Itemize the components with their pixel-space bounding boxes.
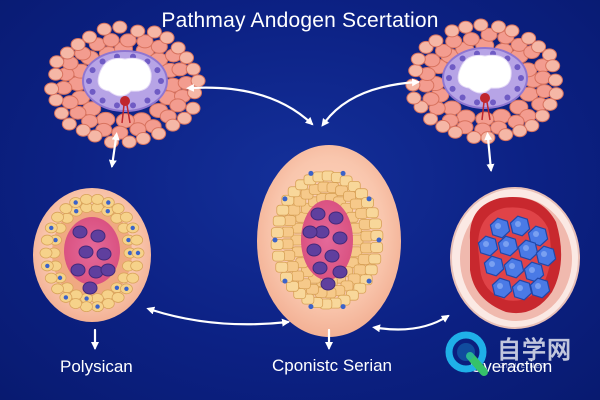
arrow-topleft-center bbox=[186, 83, 314, 126]
arrow-center-right bbox=[372, 314, 450, 333]
watermark-subtext: ZIXUE.NET bbox=[500, 362, 547, 370]
label-left-cell: Polysican bbox=[60, 357, 133, 376]
arrows bbox=[91, 78, 495, 350]
arrow-left-center bbox=[146, 306, 290, 327]
watermark-logo-icon bbox=[445, 331, 488, 376]
left-cell-cluster bbox=[33, 188, 151, 322]
watermark-text: 自学网 bbox=[497, 336, 572, 364]
center-cell-cluster bbox=[257, 145, 401, 337]
arrow-topright-right bbox=[484, 132, 495, 172]
arrow-topleft-left bbox=[108, 132, 120, 168]
label-right-cell: Overaction bbox=[470, 357, 553, 376]
arrow-center-topright bbox=[321, 78, 420, 127]
top-left-ring-tissue bbox=[44, 20, 206, 149]
top-right-ring-tissue bbox=[405, 18, 564, 145]
label-center-cell: Cponistc Serian bbox=[272, 356, 393, 375]
diagram-title: Pathmay Andogen Scertation bbox=[161, 9, 439, 32]
right-lesion-cluster bbox=[450, 187, 580, 329]
